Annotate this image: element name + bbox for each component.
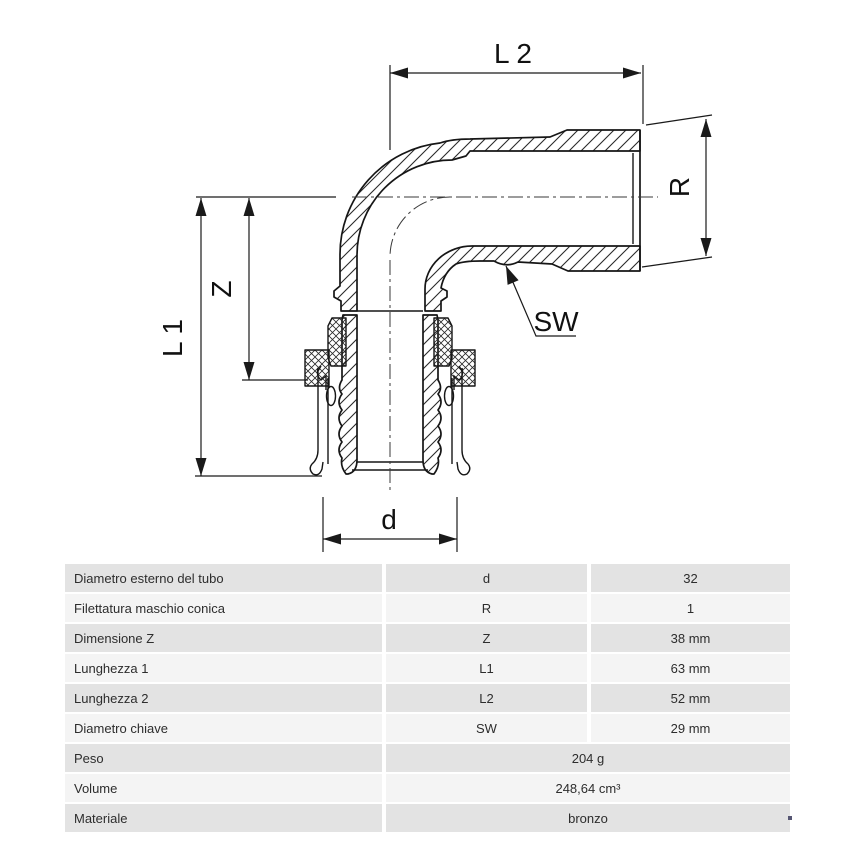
right-tab (450, 349, 476, 387)
dim-label-z: Z (206, 280, 237, 297)
left-collar (327, 317, 347, 367)
spec-value-cell: 52 mm (591, 684, 790, 714)
arrowhead (623, 67, 641, 79)
arrowhead (390, 67, 408, 79)
upper-wall-section (333, 129, 641, 312)
table-row: Volume 248,64 cm³ (65, 774, 790, 804)
spec-label-cell: Filettatura maschio conica (65, 594, 386, 624)
left-clip (316, 367, 327, 390)
spec-value-cell: 248,64 cm³ (386, 774, 790, 804)
table-row: Diametro chiave SW 29 mm (65, 714, 790, 744)
spec-value-cell: 1 (591, 594, 790, 624)
dim-r: R (641, 114, 713, 268)
arrowhead (700, 238, 712, 256)
arrowhead (506, 266, 519, 285)
table-row: Dimensione Z Z 38 mm (65, 624, 790, 654)
sleeve-details (309, 130, 641, 476)
spec-label-cell: Materiale (65, 804, 386, 834)
spec-label-cell: Lunghezza 2 (65, 684, 386, 714)
spec-symbol-cell: SW (386, 714, 591, 744)
spec-label-cell: Lunghezza 1 (65, 654, 386, 684)
table-row: Lunghezza 1 L1 63 mm (65, 654, 790, 684)
table-row: Materiale bronzo (65, 804, 790, 834)
spec-value-cell: 63 mm (591, 654, 790, 684)
left-tab (304, 349, 330, 387)
spec-value-cell: 29 mm (591, 714, 790, 744)
dim-label-l1: L 1 (157, 319, 188, 357)
spec-symbol-cell: L1 (386, 654, 591, 684)
fitting-body (333, 129, 641, 475)
spec-label-cell: Peso (65, 744, 386, 774)
table-row: Peso 204 g (65, 744, 790, 774)
arrowhead (700, 119, 712, 137)
dim-z: Z (206, 198, 308, 381)
dim-label-sw: SW (533, 306, 579, 337)
spec-label-cell: Diametro esterno del tubo (65, 564, 386, 594)
right-collar (433, 317, 453, 367)
dim-label-l2: L 2 (494, 38, 532, 69)
right-window (443, 385, 455, 407)
right-clip (453, 367, 464, 390)
dimensions: L 2 R Z L 1 (157, 38, 713, 552)
spec-symbol-cell: L2 (386, 684, 591, 714)
spec-table: Diametro esterno del tubo d 32 Filettatu… (65, 564, 790, 834)
table-row: Filettatura maschio conica R 1 (65, 594, 790, 624)
dim-label-r: R (664, 177, 695, 197)
dim-d: d (322, 497, 458, 552)
spec-symbol-cell: d (386, 564, 591, 594)
arrowhead (243, 198, 255, 216)
spec-symbol-cell: Z (386, 624, 591, 654)
dim-l1: L 1 (157, 198, 322, 477)
lower-wall-section (424, 245, 641, 312)
arrowhead (439, 533, 457, 545)
table-row: Diametro esterno del tubo d 32 (65, 564, 790, 594)
knurled-parts (304, 317, 476, 387)
arrowhead (195, 458, 207, 476)
centerlines (352, 196, 658, 492)
dim-label-d: d (381, 504, 397, 535)
spec-value-cell: 38 mm (591, 624, 790, 654)
spec-value-cell: 204 g (386, 744, 790, 774)
left-sleeve-outer (309, 365, 324, 476)
right-sleeve-outer (456, 365, 471, 476)
spec-value-cell: bronzo (386, 804, 790, 834)
spec-symbol-cell: R (386, 594, 591, 624)
left-window (325, 385, 337, 407)
cursor-artifact (788, 816, 792, 820)
technical-drawing: L 2 R Z L 1 (157, 38, 713, 552)
spec-label-cell: Diametro chiave (65, 714, 386, 744)
bend-centerline (389, 196, 453, 258)
dim-sw: SW (505, 265, 579, 337)
arrowhead (195, 198, 207, 216)
spec-value-cell: 32 (591, 564, 790, 594)
dim-l2: L 2 (389, 38, 644, 150)
table-row: Lunghezza 2 L2 52 mm (65, 684, 790, 714)
arrowhead (323, 533, 341, 545)
spec-label-cell: Volume (65, 774, 386, 804)
spec-label-cell: Dimensione Z (65, 624, 386, 654)
arrowhead (243, 362, 255, 380)
